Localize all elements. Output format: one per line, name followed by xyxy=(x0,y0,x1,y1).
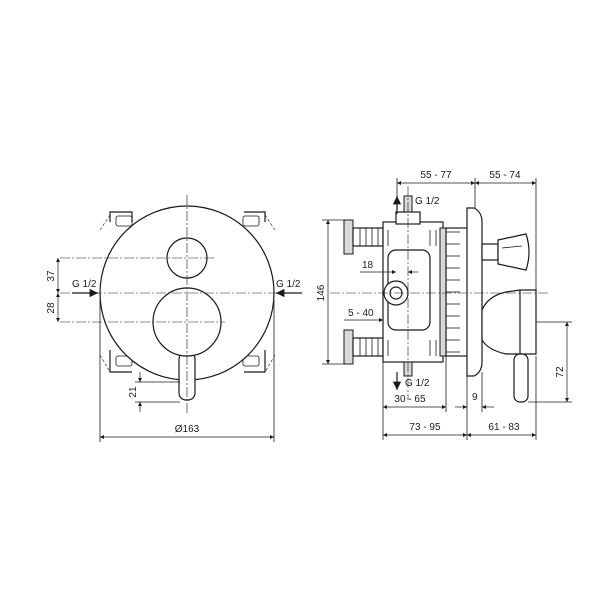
dim-text-61-83: 61 - 83 xyxy=(488,422,520,433)
outlet-bottom-arrow: G 1/2 xyxy=(392,372,430,390)
dim-text-5-40: 5 - 40 xyxy=(348,308,374,319)
inlet-left-label: G 1/2 xyxy=(72,279,97,290)
extension-pipes xyxy=(343,219,384,365)
inlet-left-arrow: G 1/2 xyxy=(72,279,98,298)
mounting-frame xyxy=(99,211,276,373)
wall-plate-profile xyxy=(466,207,483,377)
front-view: G 1/2 G 1/2 37 28 21 Ø163 xyxy=(46,195,302,442)
inlet-right-arrow: G 1/2 xyxy=(276,279,302,298)
dim-text-9: 9 xyxy=(472,392,478,403)
inlet-right-label: G 1/2 xyxy=(276,279,301,290)
outlet-top-arrow: G 1/2 xyxy=(392,196,440,214)
dim-text-18: 18 xyxy=(362,260,374,271)
mixer-lever-side xyxy=(481,289,537,403)
diverter-knob-side xyxy=(481,233,530,271)
dim-text-73-95: 73 - 95 xyxy=(409,422,441,433)
outlet-bottom-label: G 1/2 xyxy=(405,378,430,389)
dim-text-55-74: 55 - 74 xyxy=(489,170,521,181)
valve-body xyxy=(382,195,469,377)
side-view: G 1/2 G 1/2 55 - 77 55 - 74 146 18 5 - 4… xyxy=(316,170,572,440)
dim-text-30-65: 30 - 65 xyxy=(394,394,426,405)
dim-text-72: 72 xyxy=(555,366,566,378)
dim-text-37: 37 xyxy=(46,270,57,282)
dim-text-diameter: Ø163 xyxy=(175,424,200,435)
outlet-top-label: G 1/2 xyxy=(415,196,440,207)
dim-text-55-77: 55 - 77 xyxy=(420,170,452,181)
dim-text-28: 28 xyxy=(46,302,57,314)
dim-text-146: 146 xyxy=(316,284,327,301)
dim-text-21: 21 xyxy=(128,386,139,398)
